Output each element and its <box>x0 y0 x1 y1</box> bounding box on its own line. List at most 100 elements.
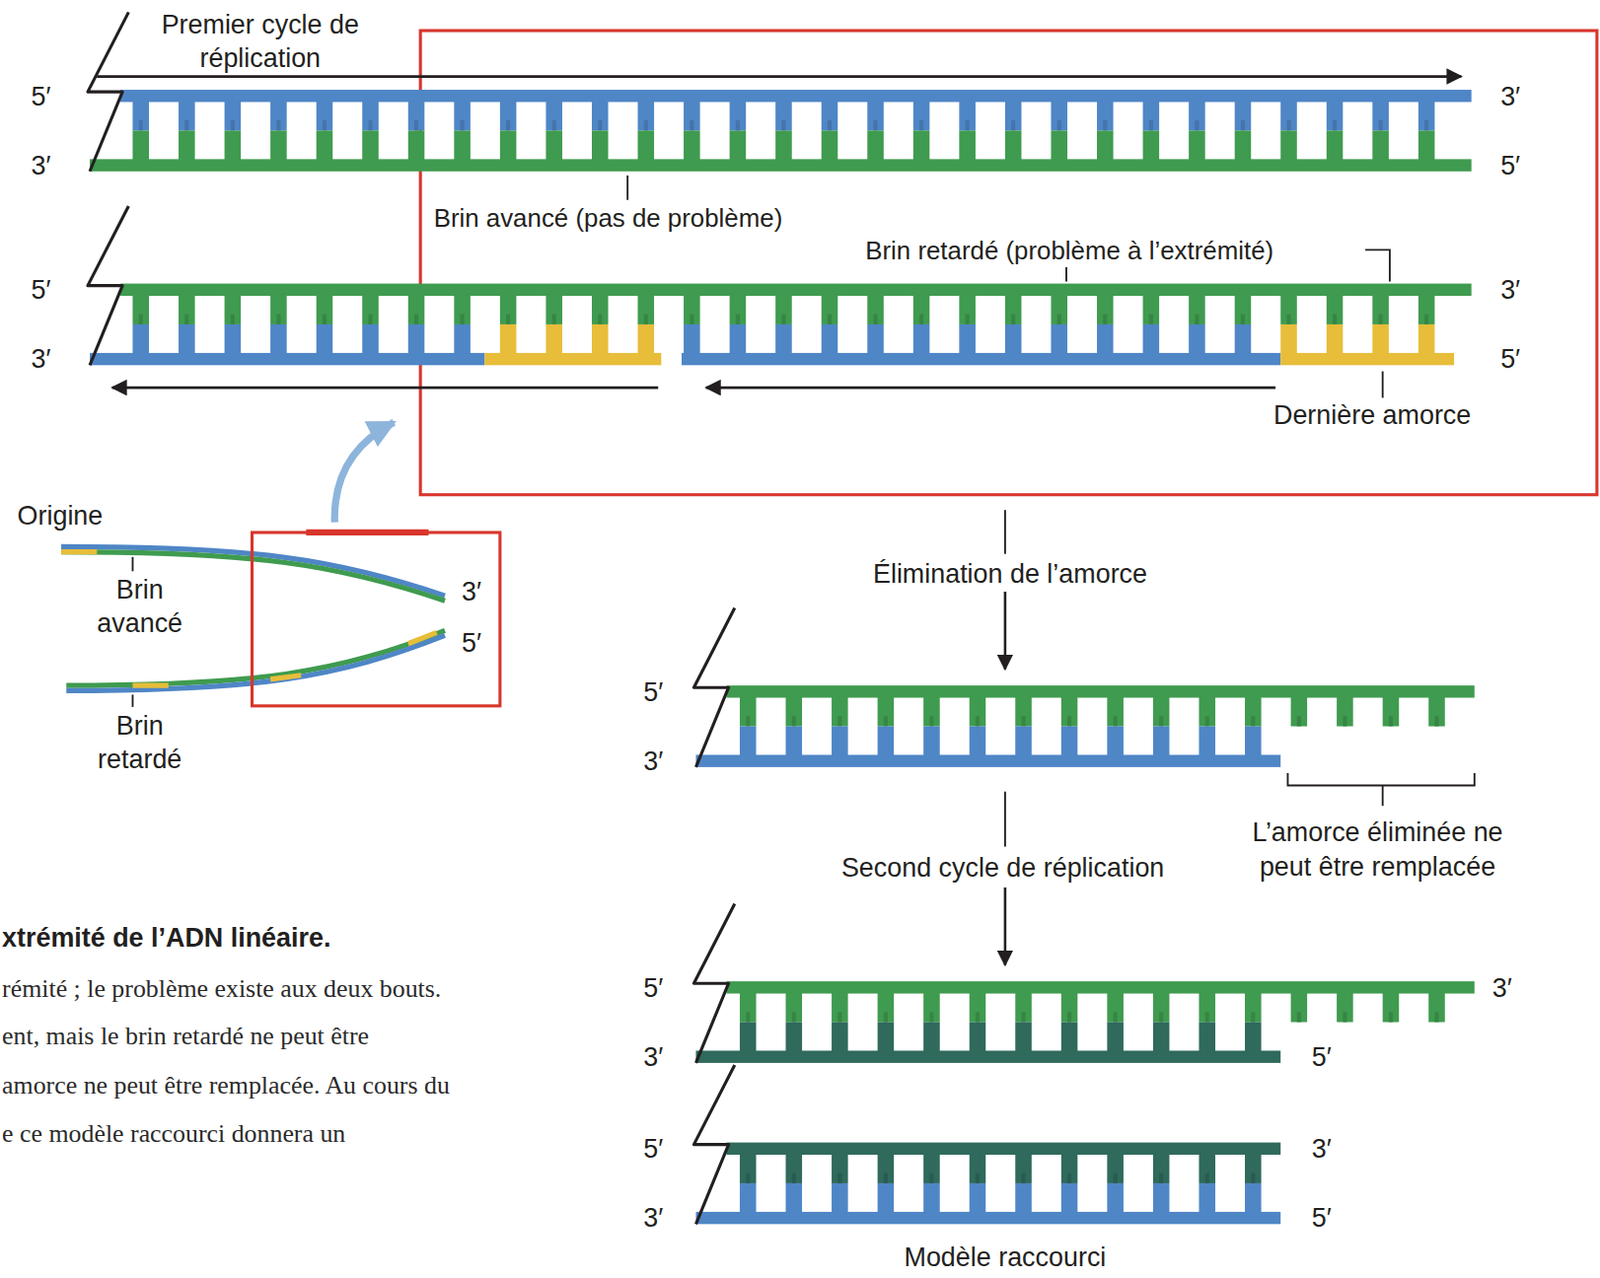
base-notch <box>1102 314 1107 325</box>
base <box>638 324 655 355</box>
base <box>877 1183 895 1214</box>
break-mark <box>693 904 734 1064</box>
base-notch <box>1011 120 1016 131</box>
base-notch <box>1159 716 1164 727</box>
base <box>739 727 757 757</box>
base <box>821 324 839 355</box>
base-notch <box>1159 1173 1164 1184</box>
base-notch <box>1434 1012 1439 1022</box>
base-notch <box>1020 1012 1025 1022</box>
base-notch <box>552 120 557 131</box>
base <box>591 294 609 325</box>
base <box>1280 100 1298 131</box>
base-notch <box>781 314 786 325</box>
base <box>1106 1154 1124 1184</box>
base <box>1061 993 1079 1023</box>
base-notch <box>837 1173 842 1184</box>
base <box>1005 130 1022 160</box>
base <box>1244 697 1262 728</box>
base-notch <box>414 314 419 325</box>
dna-duplex <box>89 89 1472 172</box>
base <box>1143 130 1161 160</box>
base <box>1198 993 1216 1023</box>
base <box>969 1022 987 1053</box>
base-notch <box>689 314 694 325</box>
base <box>1244 993 1262 1023</box>
base <box>1244 1183 1262 1214</box>
base <box>500 130 517 160</box>
base <box>969 993 987 1023</box>
base <box>729 294 747 325</box>
base <box>786 1183 803 1214</box>
base <box>408 324 426 355</box>
base <box>1291 697 1309 728</box>
base-notch <box>929 1173 934 1184</box>
base-notch <box>1194 314 1199 325</box>
base <box>500 294 517 325</box>
base-notch <box>460 120 465 131</box>
base <box>591 324 609 355</box>
base-notch <box>1149 120 1154 131</box>
base-notch <box>781 120 786 131</box>
base <box>1336 697 1354 728</box>
base <box>867 324 884 355</box>
base <box>1050 324 1068 355</box>
backbone <box>120 284 1472 296</box>
base <box>1061 727 1079 757</box>
base <box>821 100 839 131</box>
base <box>877 697 895 728</box>
strand-label: Brin avancé <box>78 573 202 640</box>
base-notch <box>1067 1012 1072 1022</box>
base <box>132 130 149 160</box>
base <box>923 727 941 757</box>
base-notch <box>414 120 419 131</box>
strand-label: Brin retardé <box>78 709 202 776</box>
base <box>1106 1183 1124 1214</box>
flow-line <box>1004 792 1007 848</box>
base <box>913 100 931 131</box>
strand-end-label: 3′ <box>643 1201 663 1236</box>
base <box>1280 130 1298 160</box>
base <box>1005 294 1022 325</box>
base <box>1061 1183 1079 1214</box>
backbone <box>484 353 661 365</box>
base <box>453 294 471 325</box>
base <box>958 294 976 325</box>
base <box>729 100 747 131</box>
base <box>1153 697 1170 728</box>
note-label: L’amorce éliminée ne peut être remplacée <box>1229 816 1526 883</box>
base-notch <box>506 314 510 325</box>
base <box>1143 100 1161 131</box>
base <box>316 100 334 131</box>
base-notch <box>1286 120 1291 131</box>
base <box>1005 100 1022 131</box>
leader-line <box>132 557 135 572</box>
base-notch <box>1379 120 1383 131</box>
base <box>270 130 288 160</box>
zoom-arrow <box>334 422 394 522</box>
strand-end-label: 3′ <box>461 575 482 609</box>
base <box>1235 100 1252 131</box>
base <box>683 130 701 160</box>
base <box>958 100 976 131</box>
process-title: Premier cycle de réplication <box>157 7 363 74</box>
break-mark <box>693 608 734 768</box>
base-notch <box>322 120 327 131</box>
base <box>821 130 839 160</box>
base <box>1050 100 1068 131</box>
base <box>867 294 884 325</box>
base <box>453 100 471 131</box>
base <box>775 294 793 325</box>
base-notch <box>965 120 970 131</box>
base-notch <box>1297 716 1302 727</box>
base <box>923 697 941 728</box>
base <box>408 294 426 325</box>
direction-arrow <box>112 386 658 390</box>
base <box>1188 294 1206 325</box>
base <box>1015 1154 1032 1184</box>
backbone <box>695 1050 1281 1063</box>
base <box>1198 1183 1216 1214</box>
base <box>786 1022 803 1053</box>
base <box>1106 1022 1124 1053</box>
